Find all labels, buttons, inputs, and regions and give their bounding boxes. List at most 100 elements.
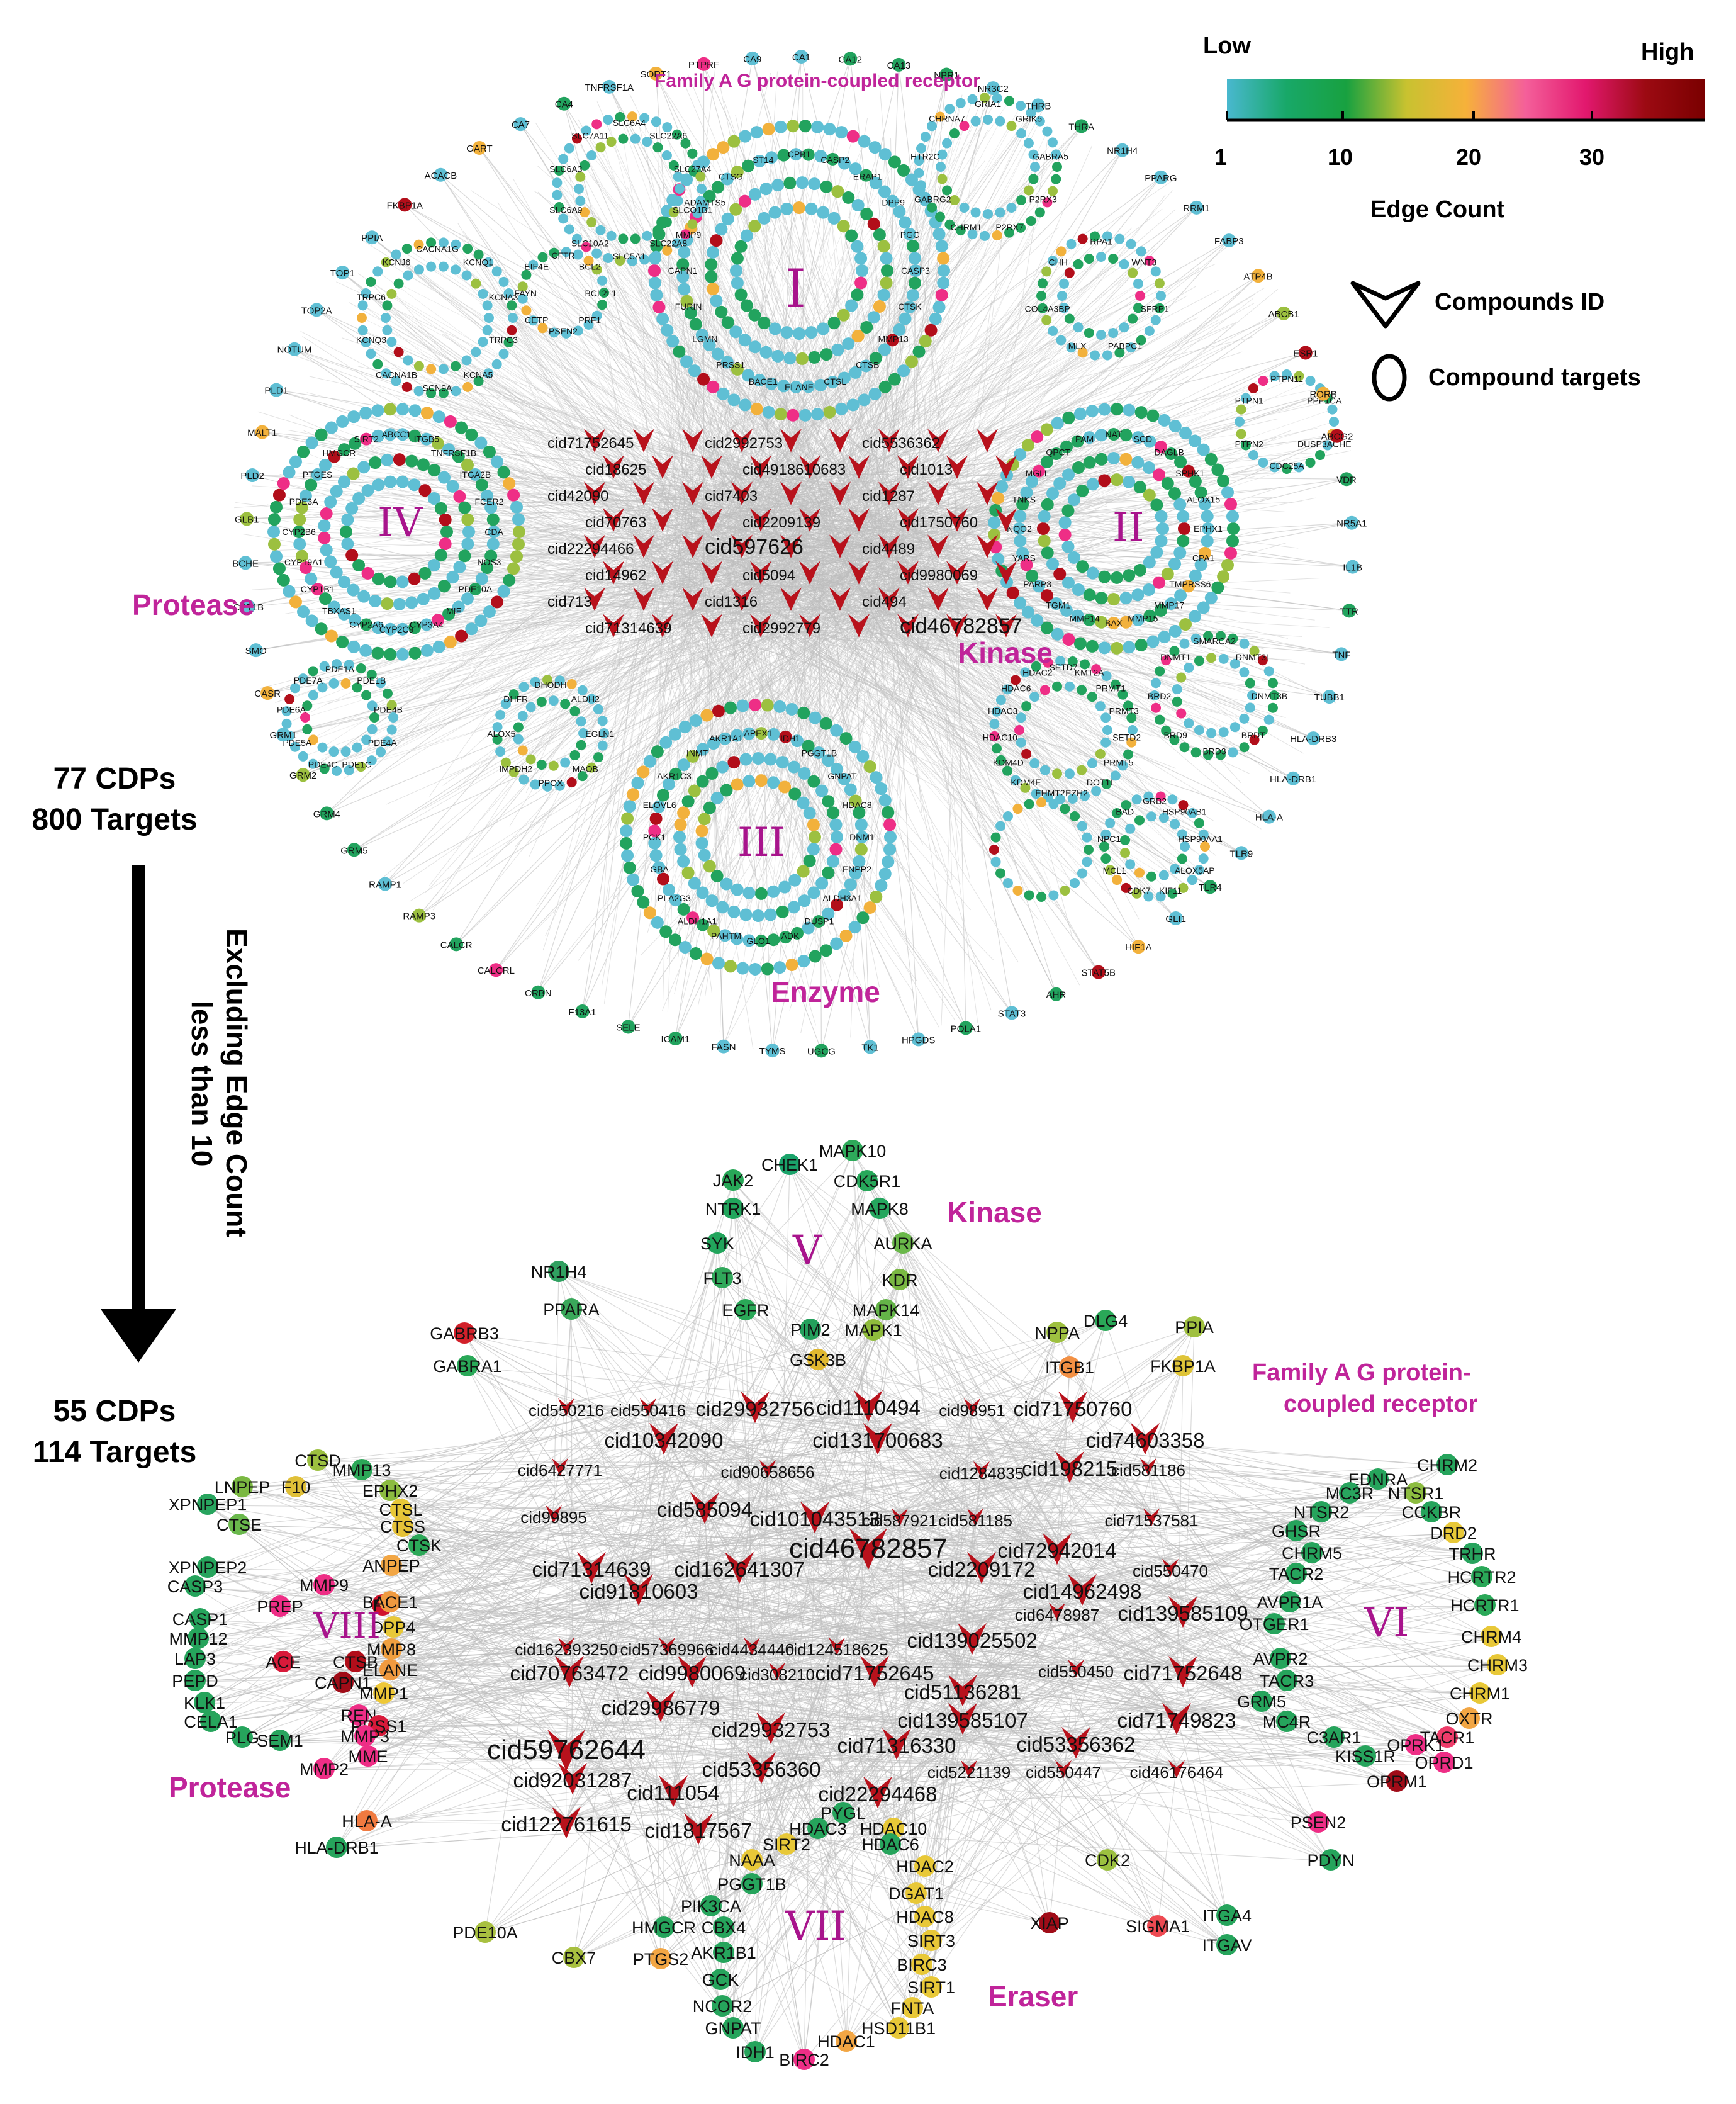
target-node xyxy=(1051,627,1064,641)
edge xyxy=(827,604,837,944)
edge xyxy=(591,498,667,734)
target-label: BRD9 xyxy=(1164,730,1188,740)
target-label: POLA1 xyxy=(951,1023,981,1034)
target-node xyxy=(330,566,343,579)
edge xyxy=(468,505,893,532)
edge xyxy=(863,462,1090,532)
edge xyxy=(759,380,810,531)
edge xyxy=(425,574,719,894)
target-node xyxy=(652,142,663,153)
edge xyxy=(815,99,973,610)
target-label: CASP3 xyxy=(901,266,930,276)
edge xyxy=(736,329,776,509)
edge xyxy=(485,497,826,868)
target-node xyxy=(649,812,663,825)
edge xyxy=(479,147,796,546)
target-node xyxy=(715,305,728,318)
target-node xyxy=(1096,252,1106,262)
target-node xyxy=(712,957,725,970)
target-label: LGMN xyxy=(692,334,717,344)
edge xyxy=(737,172,897,515)
edge xyxy=(764,163,909,567)
edge xyxy=(283,608,872,735)
edge xyxy=(894,548,914,835)
target-node xyxy=(648,264,661,277)
target-node xyxy=(656,312,669,325)
target-node xyxy=(1187,875,1197,886)
target-node xyxy=(1226,534,1239,548)
target-label: FASN xyxy=(711,1042,736,1053)
target-node xyxy=(1144,325,1155,336)
target-node xyxy=(503,477,516,490)
target-node xyxy=(808,177,821,191)
target-node xyxy=(797,955,810,968)
edge xyxy=(719,422,1058,518)
edge xyxy=(596,269,914,614)
edge xyxy=(768,129,831,517)
edge xyxy=(732,116,941,561)
target-label: PGGT1B xyxy=(802,748,837,758)
target-node xyxy=(1119,453,1133,466)
edge xyxy=(751,244,801,488)
edge xyxy=(883,137,897,519)
target-node xyxy=(1039,765,1050,775)
edge xyxy=(881,555,917,789)
edge xyxy=(736,393,1324,614)
target-label: UGCG xyxy=(807,1046,836,1057)
edge xyxy=(897,495,1048,596)
edge xyxy=(385,317,732,547)
edge xyxy=(526,274,793,591)
edge xyxy=(667,211,676,519)
edge xyxy=(493,544,689,563)
edge xyxy=(707,407,1076,554)
edge xyxy=(863,512,1098,532)
edge xyxy=(644,488,1017,706)
edge xyxy=(829,606,1111,684)
target-label: ALDH3A1 xyxy=(822,893,861,903)
target-node xyxy=(403,270,413,281)
edge xyxy=(576,138,826,595)
edge xyxy=(817,615,958,769)
edge xyxy=(656,295,700,549)
target-node xyxy=(868,387,882,400)
edge xyxy=(880,563,943,921)
target-node xyxy=(1179,742,1190,753)
edge xyxy=(371,237,738,535)
edge xyxy=(682,264,853,544)
target-node xyxy=(955,98,966,108)
edge xyxy=(863,271,1047,570)
edge xyxy=(770,517,1204,608)
target-label: TYMS xyxy=(759,1046,786,1057)
edge xyxy=(522,573,636,633)
edge xyxy=(356,599,741,698)
target-node xyxy=(1248,383,1258,393)
edge xyxy=(804,518,902,774)
edge xyxy=(622,138,696,593)
target-node xyxy=(1061,504,1075,517)
edge xyxy=(683,600,785,801)
edge xyxy=(697,498,813,1006)
target-node xyxy=(1239,667,1250,678)
edge xyxy=(590,174,862,527)
edge xyxy=(707,570,756,969)
target-label: SLC6A3 xyxy=(549,164,582,174)
target-node xyxy=(439,537,452,551)
target-label: PRSS1 xyxy=(716,360,745,370)
edge xyxy=(842,289,859,621)
target-node xyxy=(1155,534,1168,548)
edge xyxy=(685,548,1211,599)
edge xyxy=(457,599,639,790)
target-node xyxy=(593,752,603,763)
edge xyxy=(878,471,1189,524)
target-node xyxy=(721,316,734,329)
edge xyxy=(887,588,1294,779)
target-node xyxy=(854,818,868,831)
edge xyxy=(585,622,700,850)
edge xyxy=(621,574,660,801)
edge xyxy=(455,269,676,527)
edge xyxy=(569,568,642,696)
edge xyxy=(703,379,766,583)
target-label: NR3C2 xyxy=(978,84,1009,94)
edge xyxy=(456,588,961,606)
edge xyxy=(712,521,814,774)
